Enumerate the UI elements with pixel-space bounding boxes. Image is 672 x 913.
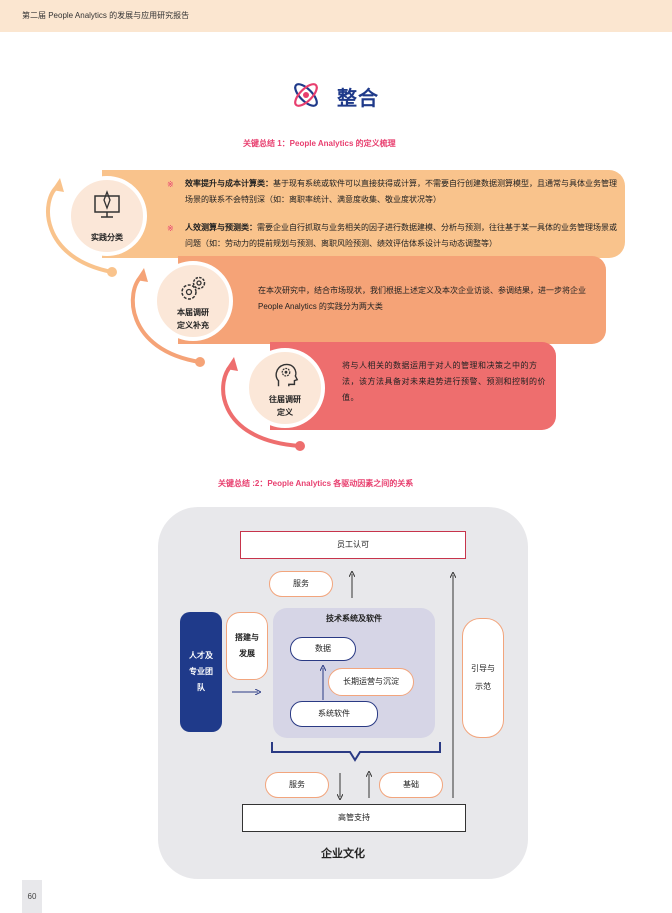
current-survey-label-2: 定义补充	[177, 321, 209, 330]
employee-recognition-box: 员工认可	[240, 531, 466, 559]
band-practice	[102, 170, 625, 258]
long-term-operation-pill: 长期运营与沉淀	[328, 668, 414, 696]
previous-survey-circle: 往届调研 定义	[245, 348, 325, 428]
summary1-label: 关键总结 1：People Analytics 的定义梳理	[243, 139, 396, 148]
guide-label-2: 示范	[475, 682, 491, 691]
foundation-pill: 基础	[379, 772, 443, 798]
guide-demo-pill: 引导与 示范	[462, 618, 504, 738]
efficiency-item-text: 基于现有系统或软件可以直接获得或计算，不需要自行创建数据测算模型，且通常与具体业…	[185, 179, 617, 204]
practice-circle-label: 实践分类	[91, 233, 123, 242]
efficiency-item: 效率提升与成本计算类：基于现有系统或软件可以直接获得或计算，不需要自行创建数据测…	[185, 176, 617, 208]
tech-systems-title: 技术系统及软件	[326, 614, 382, 623]
talent-label-1: 人才及	[189, 651, 213, 660]
efficiency-item-title: 效率提升与成本计算类：	[185, 179, 273, 188]
talent-team-box: 人才及 专业团 队	[180, 612, 222, 732]
exec-support-box: 高管支持	[242, 804, 466, 832]
header-bar	[0, 0, 672, 32]
current-survey-text: 在本次研究中，结合市场现状，我们根据上述定义及本次企业访谈、参调结果，进一步将企…	[258, 286, 586, 311]
previous-survey-text: 将与人相关的数据运用于对人的管理和决策之中的方法，该方法具备对未来趋势进行预警、…	[342, 361, 546, 402]
talent-label-3: 队	[197, 683, 205, 692]
summary2-label: 关键总结 :2：People Analytics 各驱动因素之间的关系	[218, 479, 414, 488]
build-develop-label-1: 搭建与	[235, 633, 259, 642]
build-develop-label-2: 发展	[239, 649, 255, 658]
previous-survey-label-1: 往届调研	[269, 395, 301, 404]
band-current-survey	[178, 256, 606, 344]
guide-label-1: 引导与	[471, 664, 495, 673]
prediction-item-text: 需要企业自行抓取与业务相关的因子进行数据建模、分析与预测，往往基于某一具体的业务…	[185, 223, 617, 248]
build-develop-pill: 搭建与 发展	[226, 612, 268, 680]
gears-icon	[181, 276, 206, 300]
current-survey-circle: 本届调研 定义补充	[153, 261, 233, 341]
previous-survey-label-2: 定义	[277, 408, 293, 417]
section-title: 整合	[337, 86, 379, 110]
current-survey-label-1: 本届调研	[177, 308, 209, 317]
service-bottom-pill: 服务	[265, 772, 329, 798]
head-gear-icon	[275, 363, 299, 387]
data-pill: 数据	[290, 637, 356, 661]
header-title: 第二届 People Analytics 的发展与应用研究报告	[22, 11, 190, 20]
rocket-monitor-icon	[94, 190, 120, 218]
service-top-pill: 服务	[269, 571, 333, 597]
prediction-item-title: 人效测算与预测类：	[185, 223, 257, 232]
system-software-pill: 系统软件	[290, 701, 378, 727]
atom-icon	[294, 83, 318, 107]
page-number: 60	[22, 880, 42, 913]
bullet-mark: ※	[167, 180, 174, 189]
corporate-culture-label: 企业文化	[321, 848, 365, 860]
talent-label-2: 专业团	[189, 667, 213, 676]
prediction-item: 人效测算与预测类：需要企业自行抓取与业务相关的因子进行数据建模、分析与预测，往往…	[185, 220, 617, 252]
practice-circle: 实践分类	[67, 176, 147, 256]
bullet-mark: ※	[167, 224, 174, 233]
